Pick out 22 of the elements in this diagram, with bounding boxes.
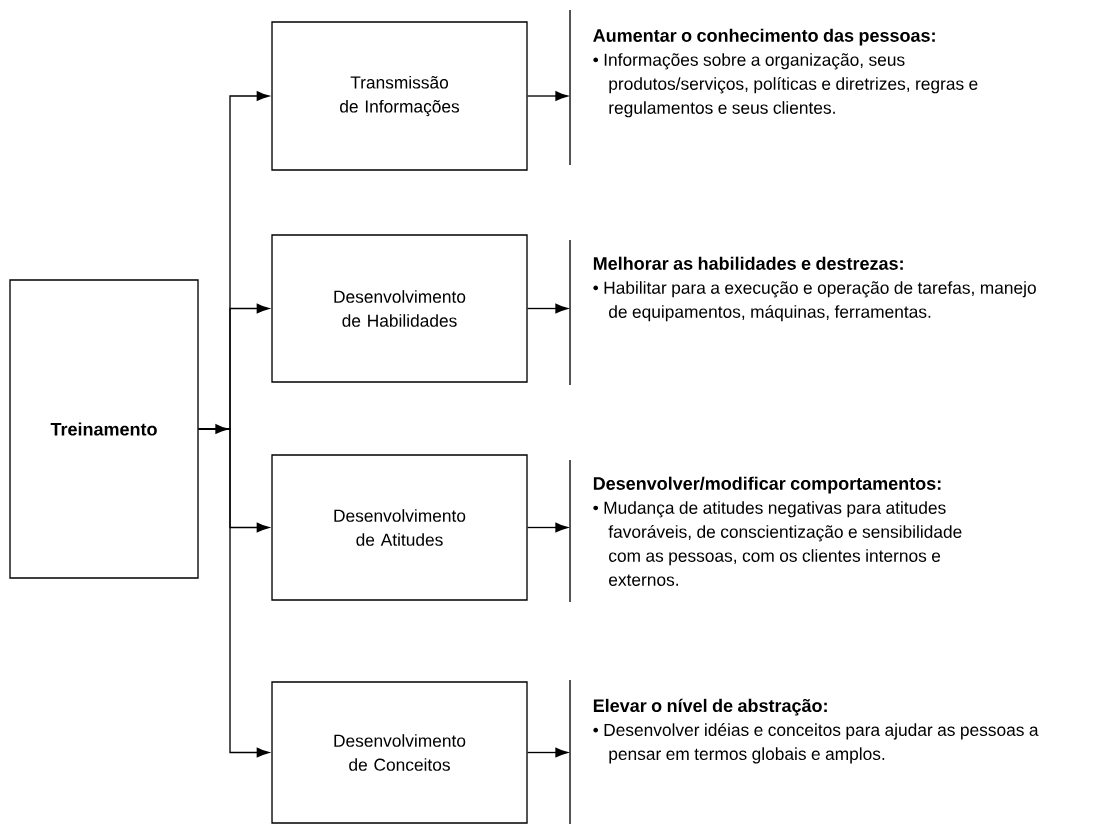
process-box: Desenvolvimento de Conceitos	[271, 681, 528, 824]
heading: Aumentar o conhecimento das pessoas:	[593, 28, 935, 46]
process-box: Treinamento	[9, 279, 199, 579]
arrow	[527, 303, 568, 314]
process-box: Desenvolvimento de Habilidades	[271, 234, 528, 383]
arrow	[527, 91, 568, 101]
arrow	[527, 522, 568, 533]
text-block	[569, 239, 1036, 386]
text-block	[569, 9, 978, 166]
arrow	[527, 747, 568, 758]
text-block	[569, 679, 1039, 825]
heading: Elevar o nível de abstração:	[593, 698, 827, 716]
bullet-text: • Desenvolver idéias e conceitos para ajudar as pessoas a pensar em termos globais e amplos.	[593, 723, 1039, 764]
arrow	[198, 428, 270, 758]
text-block	[569, 459, 962, 603]
bullet-text: • Informações sobre a organização, seus produtos/serviços, políticas e diretrizes, regras e regulamentos e seus clientes.	[593, 53, 978, 118]
process-box: Desenvolvimento de Atitudes	[271, 454, 528, 601]
bullet-text: • Mudança de atitudes negativas para atitudes favoráveis, de conscientização e sensibilidade com as pessoas, com os clientes internos e externos.	[593, 501, 962, 586]
heading: Melhorar as habilidades e destrezas:	[593, 256, 903, 270]
bullet-text: • Habilitar para a execução e operação de tarefas, manejo de equipamentos, máquinas, ferramentas.	[593, 281, 1036, 322]
process-box: Transmissão de Informações	[271, 21, 528, 171]
heading: Desenvolver/modificar comportamentos:	[593, 476, 941, 494]
